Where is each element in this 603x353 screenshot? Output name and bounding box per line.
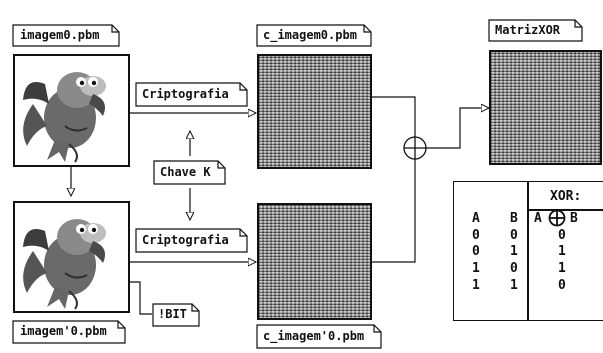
- row-1-result: 1: [558, 245, 566, 259]
- table-divider-vertical: [527, 182, 529, 320]
- op-header-a: A: [534, 212, 542, 226]
- label-criptografia-bottom: Criptografia: [142, 233, 229, 248]
- row-2-a: 1: [472, 262, 480, 276]
- label-imagem0: imagem0.pbm: [20, 28, 99, 43]
- row-1-a: 0: [472, 245, 480, 259]
- op-header-b: B: [570, 212, 578, 226]
- label-criptografia-top: Criptografia: [142, 87, 229, 102]
- label-chave-k: Chave K: [160, 165, 211, 180]
- label-imagem-prime: imagem'0.pbm: [20, 324, 107, 339]
- xor-operator-icon: [548, 209, 566, 227]
- row-3-a: 1: [472, 279, 480, 293]
- xor-truth-table: XOR: A B A B 0 0 0 0 1 1 1 0 1 1 1 0: [453, 181, 603, 321]
- label-c-imagem0: c_imagem0.pbm: [263, 28, 357, 43]
- row-1-b: 1: [510, 245, 518, 259]
- label-c-imagem-prime: c_imagem'0.pbm: [263, 329, 364, 344]
- row-2-result: 1: [558, 262, 566, 276]
- row-0-b: 0: [510, 229, 518, 243]
- label-bit: !BIT: [158, 307, 187, 322]
- label-matriz-xor: MatrizXOR: [495, 23, 560, 38]
- row-0-a: 0: [472, 229, 480, 243]
- row-3-b: 1: [510, 279, 518, 293]
- row-2-b: 0: [510, 262, 518, 276]
- xor-title: XOR:: [550, 190, 581, 204]
- col-header-b: B: [510, 212, 518, 226]
- row-3-result: 0: [558, 279, 566, 293]
- row-0-result: 0: [558, 229, 566, 243]
- col-header-a: A: [472, 212, 480, 226]
